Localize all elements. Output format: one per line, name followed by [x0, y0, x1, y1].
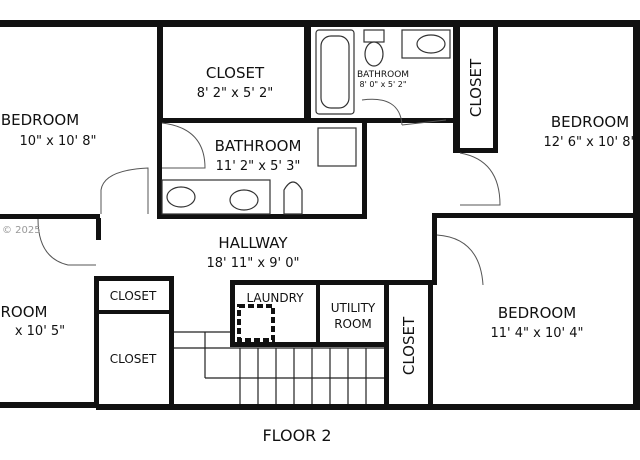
room-name-line2: ROOM: [334, 317, 372, 331]
closet-vertical-se: CLOSET: [400, 316, 418, 375]
room-utility: UTILITY ROOM: [331, 301, 376, 331]
room-name: BATHROOM: [357, 70, 409, 80]
room-dims: 12' 6" x 10' 8": [544, 135, 637, 150]
room-name: BEDROOM: [1, 111, 79, 129]
walls: [0, 20, 640, 410]
room-bedroom-se: BEDROOM 11' 4" x 10' 4": [491, 304, 584, 341]
room-dims: 11' 2" x 5' 3": [216, 159, 301, 174]
staircase: [174, 331, 384, 404]
room-name: BEDROOM: [498, 304, 576, 322]
room-dims: 11' 4" x 10' 4": [491, 326, 584, 341]
room-name: BATHROOM: [215, 137, 302, 155]
watermark: © 2025: [2, 225, 41, 236]
room-name: BEDROOM: [551, 113, 629, 131]
doors: [37, 98, 501, 286]
room-bathroom-main: BATHROOM 11' 2" x 5' 3": [215, 137, 302, 174]
room-hallway: HALLWAY 18' 11" x 9' 0": [207, 234, 300, 271]
laundry-label: LAUNDRY: [246, 291, 304, 305]
floor-title: FLOOR 2: [262, 426, 331, 445]
room-closet-top: CLOSET 8' 2" x 5' 2": [197, 64, 273, 101]
room-bedroom-ne: BEDROOM 12' 6" x 10' 8": [544, 113, 637, 150]
room-dims: 8' 0" x 5' 2": [359, 80, 406, 89]
room-dims: 8' 2" x 5' 2": [197, 86, 273, 101]
room-dims: 18' 11" x 9' 0": [207, 256, 300, 271]
closet-small-a: CLOSET: [110, 289, 157, 303]
room-bathroom-small: BATHROOM 8' 0" x 5' 2": [357, 70, 409, 89]
room-dims: 10" x 10' 8": [20, 134, 97, 149]
room-bedroom-sw: ROOM x 10' 5": [1, 303, 66, 339]
closet-vertical-ne: CLOSET: [467, 58, 485, 117]
room-bedroom-nw: BEDROOM 10" x 10' 8": [1, 111, 97, 149]
room-name: HALLWAY: [218, 234, 288, 252]
fixtures: [161, 29, 451, 404]
room-dims: x 10' 5": [15, 324, 65, 339]
room-name: ROOM: [1, 303, 48, 321]
room-name: CLOSET: [206, 64, 265, 82]
room-name-line1: UTILITY: [331, 301, 376, 315]
closet-small-b: CLOSET: [110, 352, 157, 366]
